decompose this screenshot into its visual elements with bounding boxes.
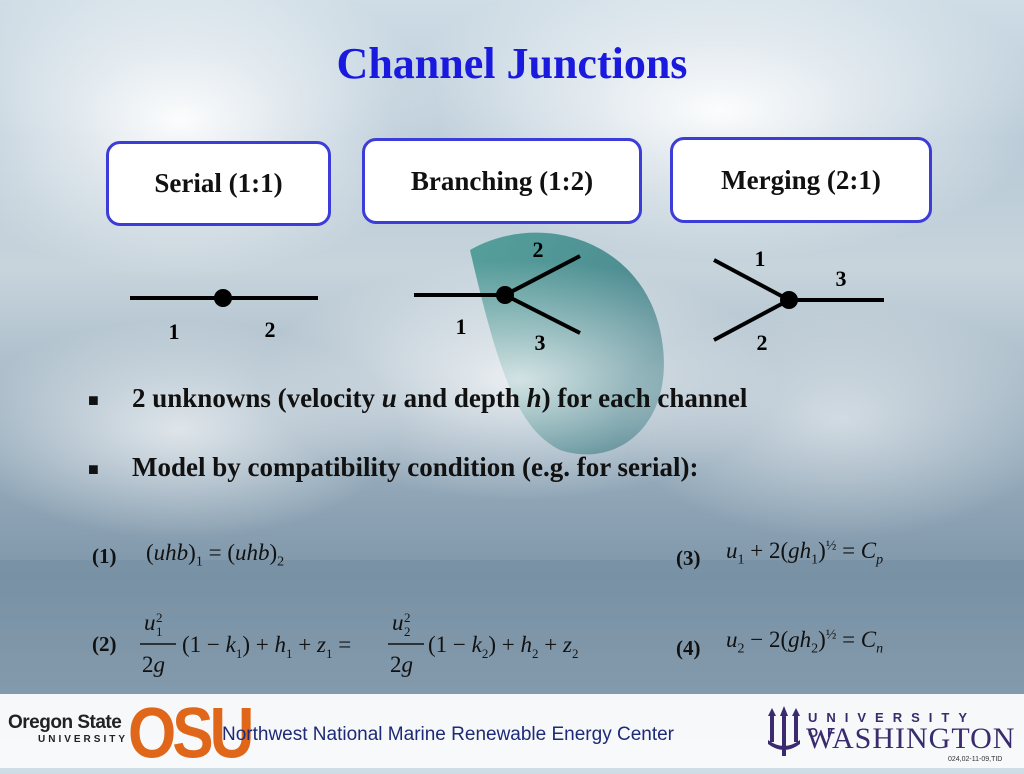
svg-text:2: 2 [404,610,411,625]
merge-label-2: 2 [757,330,768,355]
serial-box: Serial (1:1) [106,141,331,226]
merging-box-label: Merging (2:1) [721,164,881,195]
osu-name: Oregon State [8,712,122,733]
osu-university: UNIVERSITY [38,734,129,745]
footer-bar [0,694,1024,768]
merge-bottom-line [713,298,790,342]
oregon-state-logo: Oregon State UNIVERSITY [8,712,128,745]
branch-junction-node [496,286,514,304]
branch-label-3: 3 [535,330,546,355]
serial-junction-node [214,289,232,307]
branch-bottom-line [504,293,581,335]
merging-box: Merging (2:1) [670,137,932,223]
branch-top-line [504,254,581,297]
uw-university-text: UNIVERSITY OF [808,710,976,740]
footer-center-name: Northwest National Marine Renewable Ener… [222,724,675,745]
svg-text:(1 − k2) + h2 + z2: (1 − k2) + h2 + z2 [428,632,578,661]
serial-box-label: Serial (1:1) [154,168,283,198]
svg-text:u: u [144,610,156,635]
equation-4-label: (4) [676,636,701,660]
svg-text:u: u [392,610,404,635]
bullet-compatibility: ■Model by compatibility condition (e.g. … [88,452,699,482]
branch-label-1: 1 [456,314,467,339]
svg-text:(1 − k1) + h1 + z1 =: (1 − k1) + h1 + z1 = [182,632,351,661]
slide-title: Channel Junctions [336,39,688,88]
osu-logo: OSU [128,694,254,774]
merge-label-3: 3 [836,266,847,291]
slide-code: 024,02-11-09,TID [948,756,1003,763]
merging-diagram: 1 2 3 [713,246,884,355]
svg-text:1: 1 [156,624,163,639]
bullet-square-icon: ■ [88,390,99,411]
equation-1-label: (1) [92,544,117,568]
equation-4: u2 − 2(gh2)½ = Cn [726,627,884,657]
branching-box-label: Branching (1:2) [410,165,594,196]
equation-3: u1 + 2(gh1)½ = Cp [726,538,884,568]
equation-2-label: (2) [92,632,117,656]
svg-text:2: 2 [404,624,411,639]
merge-junction-node [780,291,798,309]
uw-trident-icon [768,706,800,756]
serial-diagram: 1 2 [130,289,318,344]
bullet-unknowns: ■2 unknowns (velocity u and depth h) for… [88,383,748,413]
serial-label-2: 2 [265,317,276,342]
branching-diagram: 1 2 3 [414,237,581,355]
branch-label-2: 2 [533,237,544,262]
svg-text:2: 2 [156,610,163,625]
branching-box: Branching (1:2) [362,138,642,224]
svg-text:2g: 2g [142,652,165,677]
merge-top-line [713,258,790,302]
equation-3-label: (3) [676,546,701,570]
serial-label-1: 1 [169,319,180,344]
merge-label-1: 1 [755,246,766,271]
bullet-square-icon: ■ [88,459,99,480]
uw-washington-text: WASHINGTON [806,722,1016,755]
svg-text:2g: 2g [390,652,413,677]
equation-1: (uhb)1 = (uhb)2 [146,540,285,570]
